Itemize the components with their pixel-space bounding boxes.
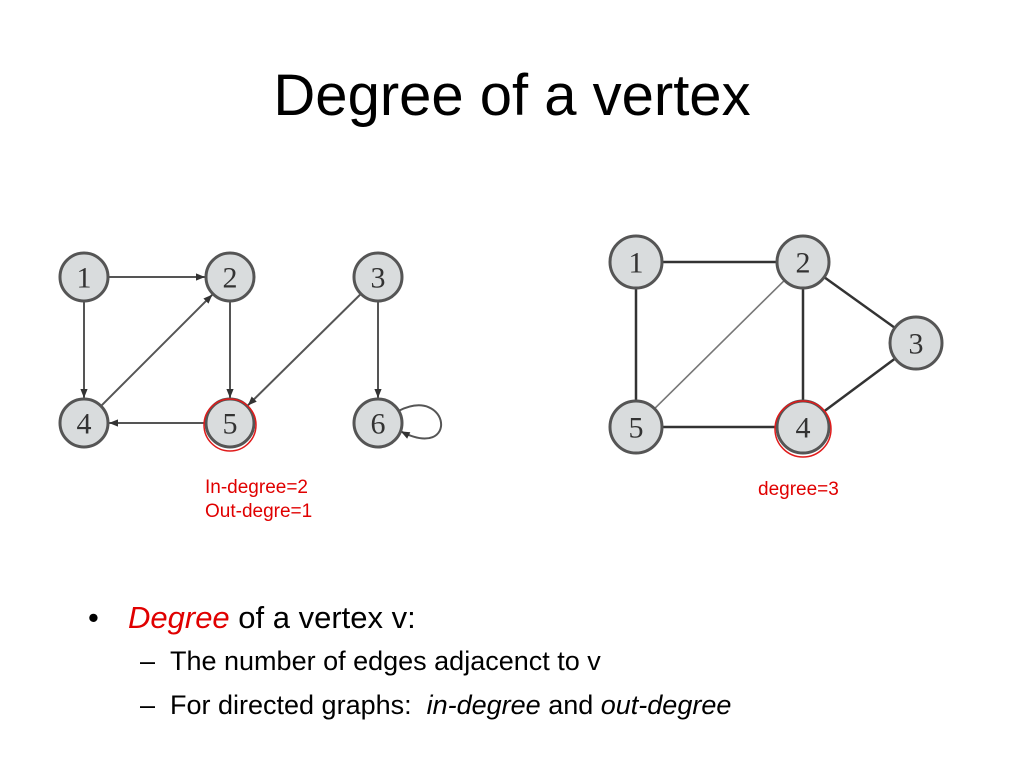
undirected-node-label: 2 (796, 247, 811, 280)
undirected-graph-nodes: 1 2 3 4 5 (608, 234, 944, 458)
directed-node-label: 5 (223, 408, 238, 441)
directed-node-label: 6 (371, 408, 386, 441)
directed-node-circle (204, 251, 256, 303)
undirected-graph-edges (634, 260, 896, 429)
directed-node-label: 4 (77, 408, 92, 441)
undirected-node-1: 1 (608, 234, 664, 290)
directed-node-circle (352, 397, 404, 449)
undirected-node-highlight (774, 400, 832, 458)
undirected-edge-2-3 (823, 276, 896, 329)
undirected-node-3: 3 (888, 315, 944, 371)
undirected-node-label: 5 (629, 412, 644, 445)
directed-node-4: 4 (58, 397, 110, 449)
undirected-node-circle (888, 315, 944, 371)
sub-bullet-2-mid: and (540, 690, 601, 720)
in-degree-label: In-degree=2 (205, 477, 308, 498)
directed-node-6: 6 (352, 397, 404, 449)
undirected-node-label: 4 (796, 412, 811, 445)
directed-node-label: 2 (223, 262, 238, 295)
undirected-edge-2-5 (653, 279, 786, 410)
directed-edge-6-6 (397, 404, 443, 440)
undirected-node-4: 4 (774, 399, 832, 458)
undirected-node-circle (608, 399, 664, 455)
degree-term: Degree (128, 600, 230, 635)
bullet-main-text: of a vertex v: (229, 600, 416, 635)
directed-node-circle (58, 397, 110, 449)
slide-title: Degree of a vertex (273, 63, 751, 128)
in-degree-term: in-degree (426, 690, 541, 720)
directed-node-circle (58, 251, 110, 303)
directed-edge-4-2 (100, 293, 214, 407)
directed-node-5: 5 (203, 397, 257, 452)
directed-annotation: In-degree=2 Out-degre=1 (205, 476, 312, 524)
sub-bullet-1-text: The number of edges adjacenct to v (170, 646, 601, 676)
undirected-annotation: degree=3 (758, 479, 839, 500)
bullet-list: • Degree of a vertex v: – The number of … (88, 600, 988, 734)
bullet-marker: • (88, 600, 99, 635)
undirected-node-5: 5 (608, 399, 664, 455)
undirected-node-label: 1 (629, 247, 644, 280)
directed-node-label: 3 (371, 262, 386, 295)
directed-node-3: 3 (352, 251, 404, 303)
sub-bullet-marker: – (140, 690, 156, 720)
sub-bullet-marker: – (140, 646, 156, 676)
bullet-main: • Degree of a vertex v: (88, 600, 988, 646)
undirected-node-circle (608, 234, 664, 290)
out-degree-term: out-degree (600, 690, 732, 720)
directed-node-label: 1 (77, 262, 92, 295)
out-degree-label: Out-degre=1 (205, 501, 313, 522)
sub-bullet-2-prefix: For directed graphs: (170, 690, 427, 720)
sub-bullet-1: – The number of edges adjacenct to v (88, 646, 988, 690)
directed-node-2: 2 (204, 251, 256, 303)
directed-edge-3-5 (247, 293, 362, 407)
directed-node-circle (352, 251, 404, 303)
directed-graph-nodes: 1 2 3 4 5 6 (58, 251, 404, 452)
undirected-node-label: 3 (909, 328, 924, 361)
directed-node-1: 1 (58, 251, 110, 303)
directed-node-highlight (203, 398, 257, 452)
directed-graph-edges (80, 273, 443, 440)
sub-bullet-2: – For directed graphs: in-degree and out… (88, 690, 988, 734)
undirected-edge-4-3 (823, 357, 896, 413)
undirected-node-circle (775, 234, 831, 290)
undirected-node-2: 2 (775, 234, 831, 290)
